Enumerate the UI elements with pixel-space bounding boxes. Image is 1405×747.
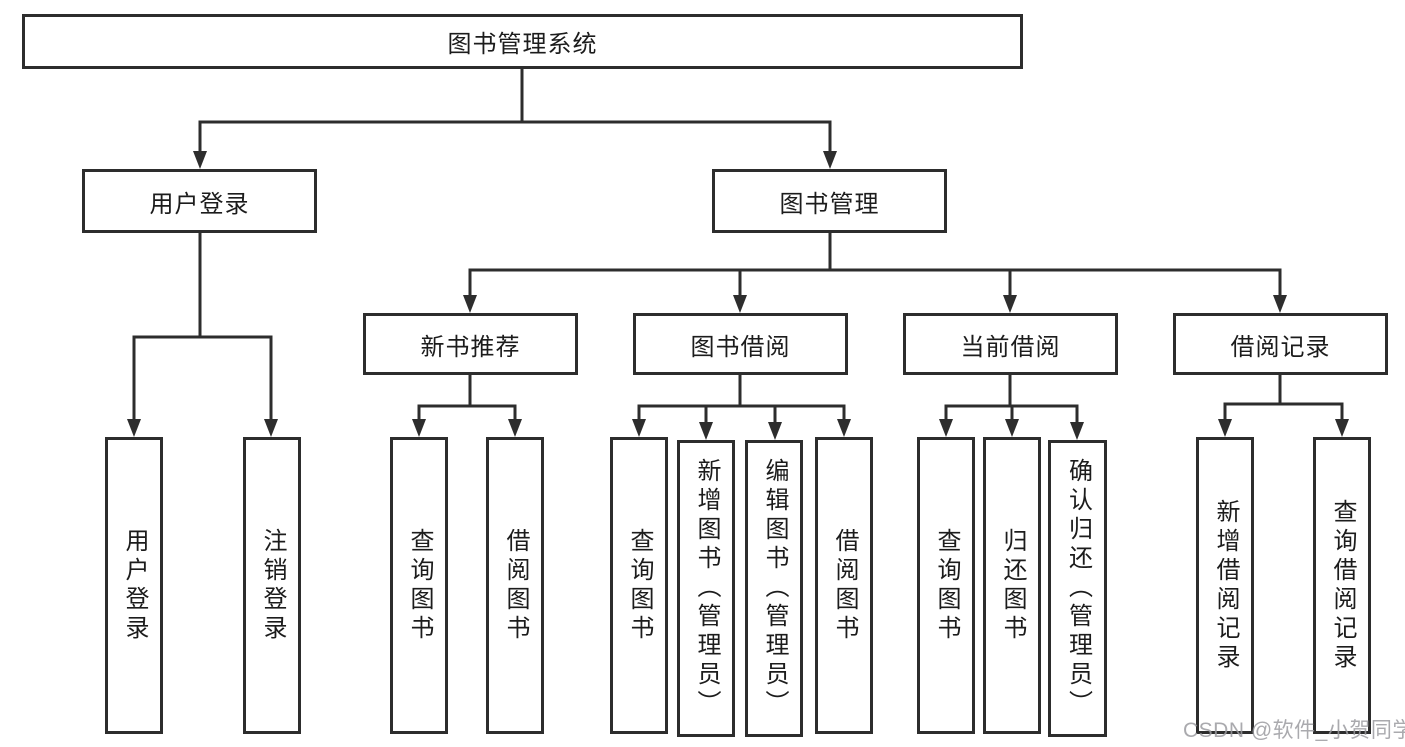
leaf-return-books: 归还图书: [983, 437, 1041, 734]
leaf-edit-books-admin-label: 编辑图书（管理员）: [761, 458, 788, 719]
leaf-query-books-current: 查询图书: [917, 437, 975, 734]
node-book-borrowing-label: 图书借阅: [690, 333, 791, 361]
csdn-watermark: CSDN @软件_小贺同学: [1183, 719, 1405, 742]
leaf-query-books-current-label: 查询图书: [933, 527, 960, 644]
leaf-borrow-books-borrowing: 借阅图书: [815, 437, 873, 734]
leaf-user-login-label: 用户登录: [121, 527, 148, 644]
leaf-logout-label: 注销登录: [259, 527, 286, 644]
leaf-return-books-label: 归还图书: [999, 527, 1026, 644]
leaf-query-books-borrowing: 查询图书: [610, 437, 668, 734]
node-book-management: 图书管理: [712, 169, 947, 233]
leaf-borrow-books-recommend: 借阅图书: [486, 437, 544, 734]
leaf-logout: 注销登录: [243, 437, 301, 734]
node-root-system: 图书管理系统: [22, 14, 1023, 69]
node-current-borrowing: 当前借阅: [903, 313, 1118, 375]
leaf-add-books-admin-label: 新增图书（管理员）: [693, 458, 720, 719]
node-book-management-label: 图书管理: [779, 190, 880, 218]
leaf-query-books-borrowing-label: 查询图书: [626, 527, 653, 644]
node-borrowing-records: 借阅记录: [1173, 313, 1388, 375]
leaf-query-books-recommend: 查询图书: [390, 437, 448, 734]
leaf-user-login: 用户登录: [105, 437, 163, 734]
node-root-label: 图书管理系统: [447, 31, 598, 58]
leaf-borrow-books-recommend-label: 借阅图书: [502, 527, 529, 644]
leaf-add-books-admin: 新增图书（管理员）: [677, 440, 735, 737]
leaf-query-borrow-record-label: 查询借阅记录: [1329, 498, 1356, 673]
node-new-book-recommend-label: 新书推荐: [420, 333, 521, 361]
leaf-query-borrow-record: 查询借阅记录: [1313, 437, 1371, 734]
node-user-login: 用户登录: [82, 169, 317, 233]
leaf-confirm-return-admin-label: 确认归还（管理员）: [1064, 458, 1092, 719]
node-new-book-recommend: 新书推荐: [363, 313, 578, 375]
leaf-add-borrow-record: 新增借阅记录: [1196, 437, 1254, 734]
leaf-confirm-return-admin: 确认归还（管理员）: [1048, 440, 1107, 737]
leaf-edit-books-admin: 编辑图书（管理员）: [745, 440, 803, 737]
leaf-borrow-books-borrowing-label: 借阅图书: [831, 527, 858, 644]
node-book-borrowing: 图书借阅: [633, 313, 848, 375]
node-user-login-label: 用户登录: [149, 190, 250, 218]
leaf-query-books-recommend-label: 查询图书: [406, 527, 433, 644]
node-current-borrowing-label: 当前借阅: [960, 333, 1061, 361]
leaf-add-borrow-record-label: 新增借阅记录: [1212, 498, 1239, 673]
node-borrowing-records-label: 借阅记录: [1230, 333, 1331, 361]
